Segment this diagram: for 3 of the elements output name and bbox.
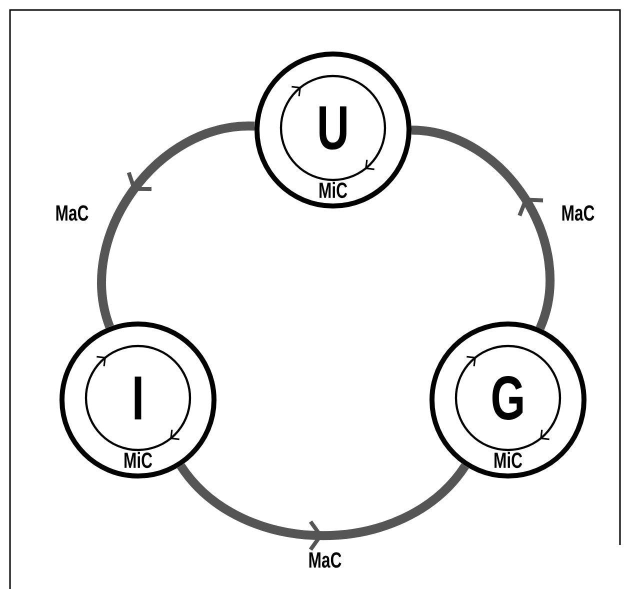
edge-label: MaC (56, 205, 88, 221)
edge-label: MaC (562, 205, 594, 221)
edge-label: MaC (309, 552, 342, 568)
